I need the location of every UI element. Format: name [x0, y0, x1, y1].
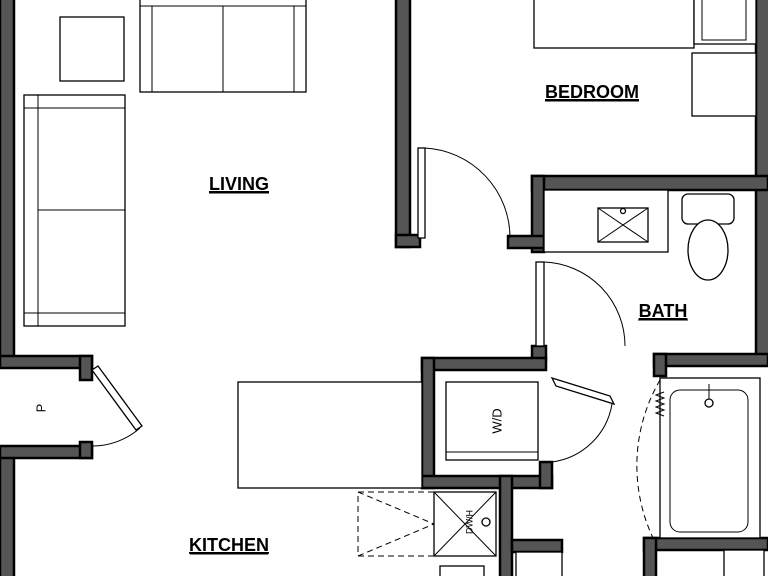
dresser	[693, 0, 757, 45]
bath-label: BATH	[639, 301, 688, 321]
wall-laundry-left	[420, 356, 436, 490]
kitchen-island	[237, 381, 423, 489]
bedroom-label: BEDROOM	[545, 82, 639, 102]
pantry-door	[91, 365, 143, 431]
wall-bedroom-jamb	[394, 233, 422, 249]
bath-cabinet	[723, 549, 765, 576]
wall-pantry-top	[0, 354, 94, 370]
bedroom-furniture	[533, 0, 757, 117]
wall-left-lower	[0, 453, 16, 576]
wall-pantry-jamb-bottom	[78, 440, 94, 460]
wall-bedroom-left	[394, 0, 412, 249]
laundry-kitchen: W/D DW/H P	[33, 381, 563, 576]
nightstand	[691, 52, 757, 117]
wall-laundry-top	[420, 356, 548, 372]
wall-wh-right	[498, 474, 514, 576]
bath-door-swing	[636, 379, 661, 541]
wall-wh-lower	[510, 538, 564, 554]
wall-tub-jamb	[652, 352, 668, 378]
shower-rod	[654, 391, 666, 417]
bath-fixtures	[543, 189, 765, 576]
doors	[91, 147, 661, 541]
living-furniture	[23, 0, 307, 327]
bedroom-door	[417, 147, 426, 239]
end-table	[59, 16, 125, 82]
toilet-bowl	[687, 219, 729, 281]
water-heater-label: DW/H	[464, 510, 474, 534]
wall-laundry-jamb	[538, 460, 554, 490]
range	[439, 565, 485, 576]
wall-laundry-bottom	[420, 474, 554, 490]
laundry-door	[550, 376, 616, 406]
wall-tub-top	[652, 352, 768, 368]
pantry-label: P	[33, 404, 48, 413]
room-labels: BEDROOM LIVING BATH KITCHEN	[189, 82, 688, 555]
washer-dryer-label: W/D	[489, 408, 504, 433]
wall-bath-jamb-upper	[506, 234, 546, 250]
fridge-edge	[515, 551, 563, 576]
wall-left-exterior	[0, 0, 16, 364]
kitchen-label: KITCHEN	[189, 535, 269, 555]
living-label: LIVING	[209, 174, 269, 194]
wall-pantry-bottom	[0, 444, 94, 460]
washer-dryer-stack	[445, 381, 539, 461]
wall-pantry-jamb-top	[78, 354, 94, 382]
wall-bottom-right-jamb	[642, 536, 658, 576]
bed	[533, 0, 695, 49]
dishwasher-outline	[357, 491, 435, 557]
bath-door	[535, 261, 545, 347]
wall-bedroom-bath	[530, 174, 768, 192]
wall-bottom-right	[642, 536, 768, 552]
